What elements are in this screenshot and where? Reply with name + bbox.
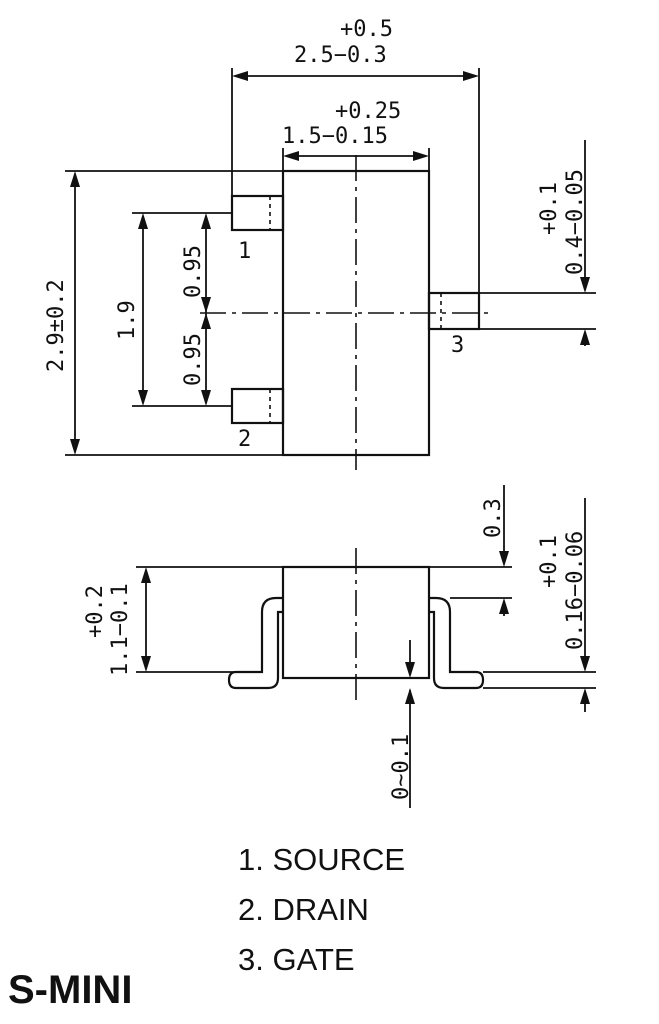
- side-right-lead: [429, 596, 485, 690]
- lead-3: [427, 291, 481, 331]
- lead-1: [206, 194, 285, 232]
- legend-item-gate: 3. GATE: [238, 942, 355, 977]
- side-left-lead: [227, 596, 283, 690]
- standoff-value: 0~0.1: [389, 734, 414, 800]
- half-pitch-dimension: [201, 213, 211, 406]
- side-view: +0.2 1.1−0.1 0.3 +0.1 0.16−0.06: [83, 485, 596, 808]
- lead-width-dimension: [479, 140, 596, 346]
- lead-height-dimension: [429, 485, 512, 616]
- lead-thickness-value: 0.16−0.06: [563, 531, 588, 650]
- height-value: 1.1−0.1: [108, 583, 133, 676]
- body-width-dimension: [282, 148, 430, 171]
- half-pitch-lower-value: 0.95: [181, 333, 206, 386]
- total-length-value: 2.9±0.2: [44, 279, 69, 372]
- overall-width-tolerance: +0.5: [340, 17, 393, 42]
- total-length-dimension: [65, 170, 283, 456]
- lead-width-tolerance: +0.1: [537, 182, 562, 235]
- pitch-dimension: [132, 212, 206, 407]
- legend-item-drain: 2. DRAIN: [238, 892, 369, 927]
- body-width-value: 1.5−0.15: [282, 124, 388, 149]
- overall-width-dimension: [231, 68, 480, 293]
- package-name: S-MINI: [8, 968, 133, 1012]
- pitch-value: 1.9: [115, 300, 140, 340]
- lead-height-value: 0.3: [481, 498, 506, 538]
- top-view: 1 2 3 +0.5 2.5−0.3 +0.25 1.5−0.15: [44, 17, 596, 470]
- legend-item-source: 1. SOURCE: [238, 842, 406, 877]
- overall-width-value: 2.5−0.3: [294, 43, 387, 68]
- height-tolerance: +0.2: [83, 585, 108, 638]
- pin-1-label: 1: [238, 239, 251, 264]
- half-pitch-upper-value: 0.95: [181, 245, 206, 298]
- height-dimension: [136, 566, 283, 673]
- lead-2: [206, 387, 285, 425]
- lead-width-value: 0.4−0.05: [563, 169, 588, 275]
- lead-thickness-tolerance: +0.1: [537, 535, 562, 588]
- standoff-dimension: [405, 640, 415, 808]
- pin-2-label: 2: [238, 427, 251, 452]
- pin-3-label: 3: [451, 333, 464, 358]
- body-width-tolerance: +0.25: [335, 99, 401, 124]
- lead-thickness-dimension: [483, 498, 596, 712]
